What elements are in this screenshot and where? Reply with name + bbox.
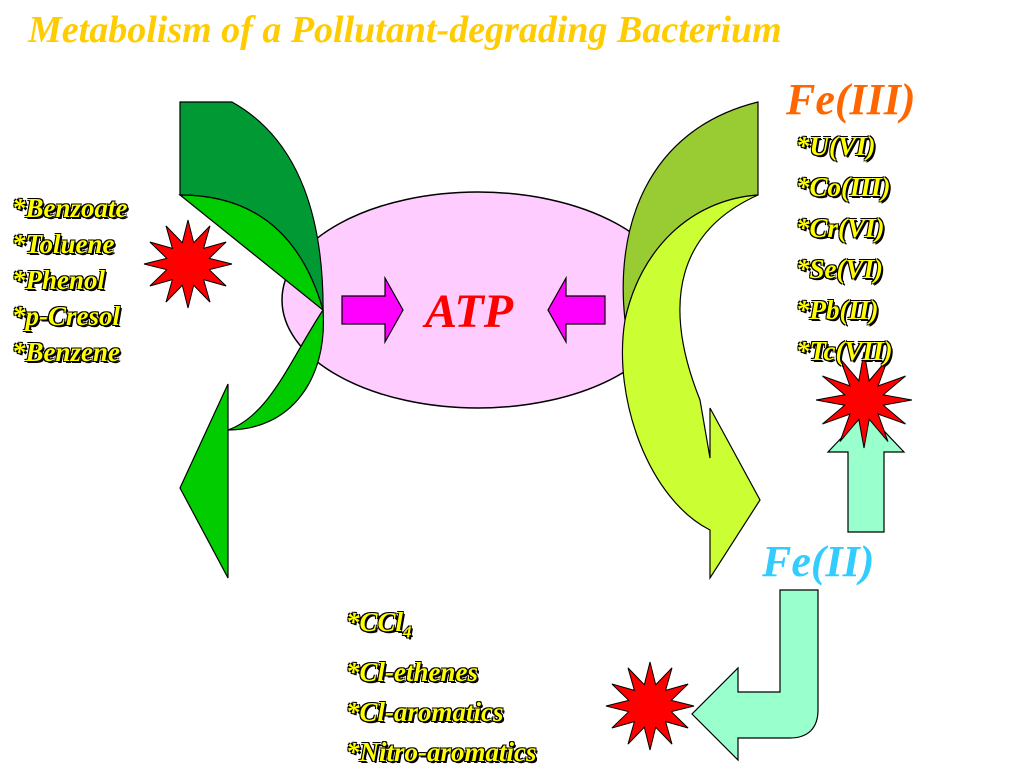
- list-item: *Se(VI): [796, 254, 883, 284]
- aromatic-donor-list: *Benzoate *Toluene *Phenol *p-Cresol *Be…: [12, 190, 128, 370]
- metal-acceptor-list: *U(VI) *Co(III) *Cr(VI) *Se(VI) *Pb(II) …: [796, 126, 893, 372]
- bent-arrow-icon: [691, 589, 819, 762]
- list-item: *U(VI): [796, 131, 876, 161]
- list-item: *Cl-aromatics: [346, 697, 504, 728]
- fe2-label: Fe(II): [762, 536, 874, 587]
- list-item: *Toluene: [12, 229, 115, 259]
- list-item: *Phenol: [12, 265, 106, 295]
- list-item: *Pb(II): [796, 295, 879, 325]
- magenta-arrow-right-icon: [547, 275, 606, 345]
- list-item: *Tc(VII): [796, 336, 893, 366]
- fe2-suffix: (II): [810, 537, 875, 586]
- starburst-bottom-icon: [605, 661, 695, 751]
- fe3-prefix: Fe: [786, 75, 835, 124]
- list-item: *Co(III): [796, 172, 891, 202]
- fe3-label: Fe(III): [786, 74, 916, 125]
- right-curved-arrow-icon: [621, 101, 761, 581]
- list-item: *p-Cresol: [12, 301, 120, 331]
- ccl-subscript: 4: [403, 622, 412, 642]
- chlorinated-compound-list: *CCl4 *Cl-ethenes *Cl-aromatics *Nitro-a…: [346, 602, 537, 772]
- starburst-right-icon: [815, 351, 913, 449]
- ccl-label: *CCl: [346, 607, 404, 637]
- list-item: *CCl4: [346, 602, 537, 652]
- list-item: *Cl-ethenes: [346, 657, 478, 688]
- fe3-suffix: (III): [834, 75, 916, 124]
- atp-label: ATP: [425, 285, 514, 338]
- list-item: *Benzene: [12, 337, 120, 367]
- list-item: *Cr(VI): [796, 213, 885, 243]
- list-item: *Benzoate: [12, 193, 128, 223]
- starburst-left-icon: [143, 219, 233, 309]
- magenta-arrow-left-icon: [341, 275, 404, 345]
- page-title: Metabolism of a Pollutant-degrading Bact…: [28, 9, 782, 51]
- fe2-prefix: Fe: [762, 537, 811, 586]
- left-curved-arrow-icon: [178, 101, 325, 579]
- list-item: *Nitro-aromatics: [346, 737, 537, 768]
